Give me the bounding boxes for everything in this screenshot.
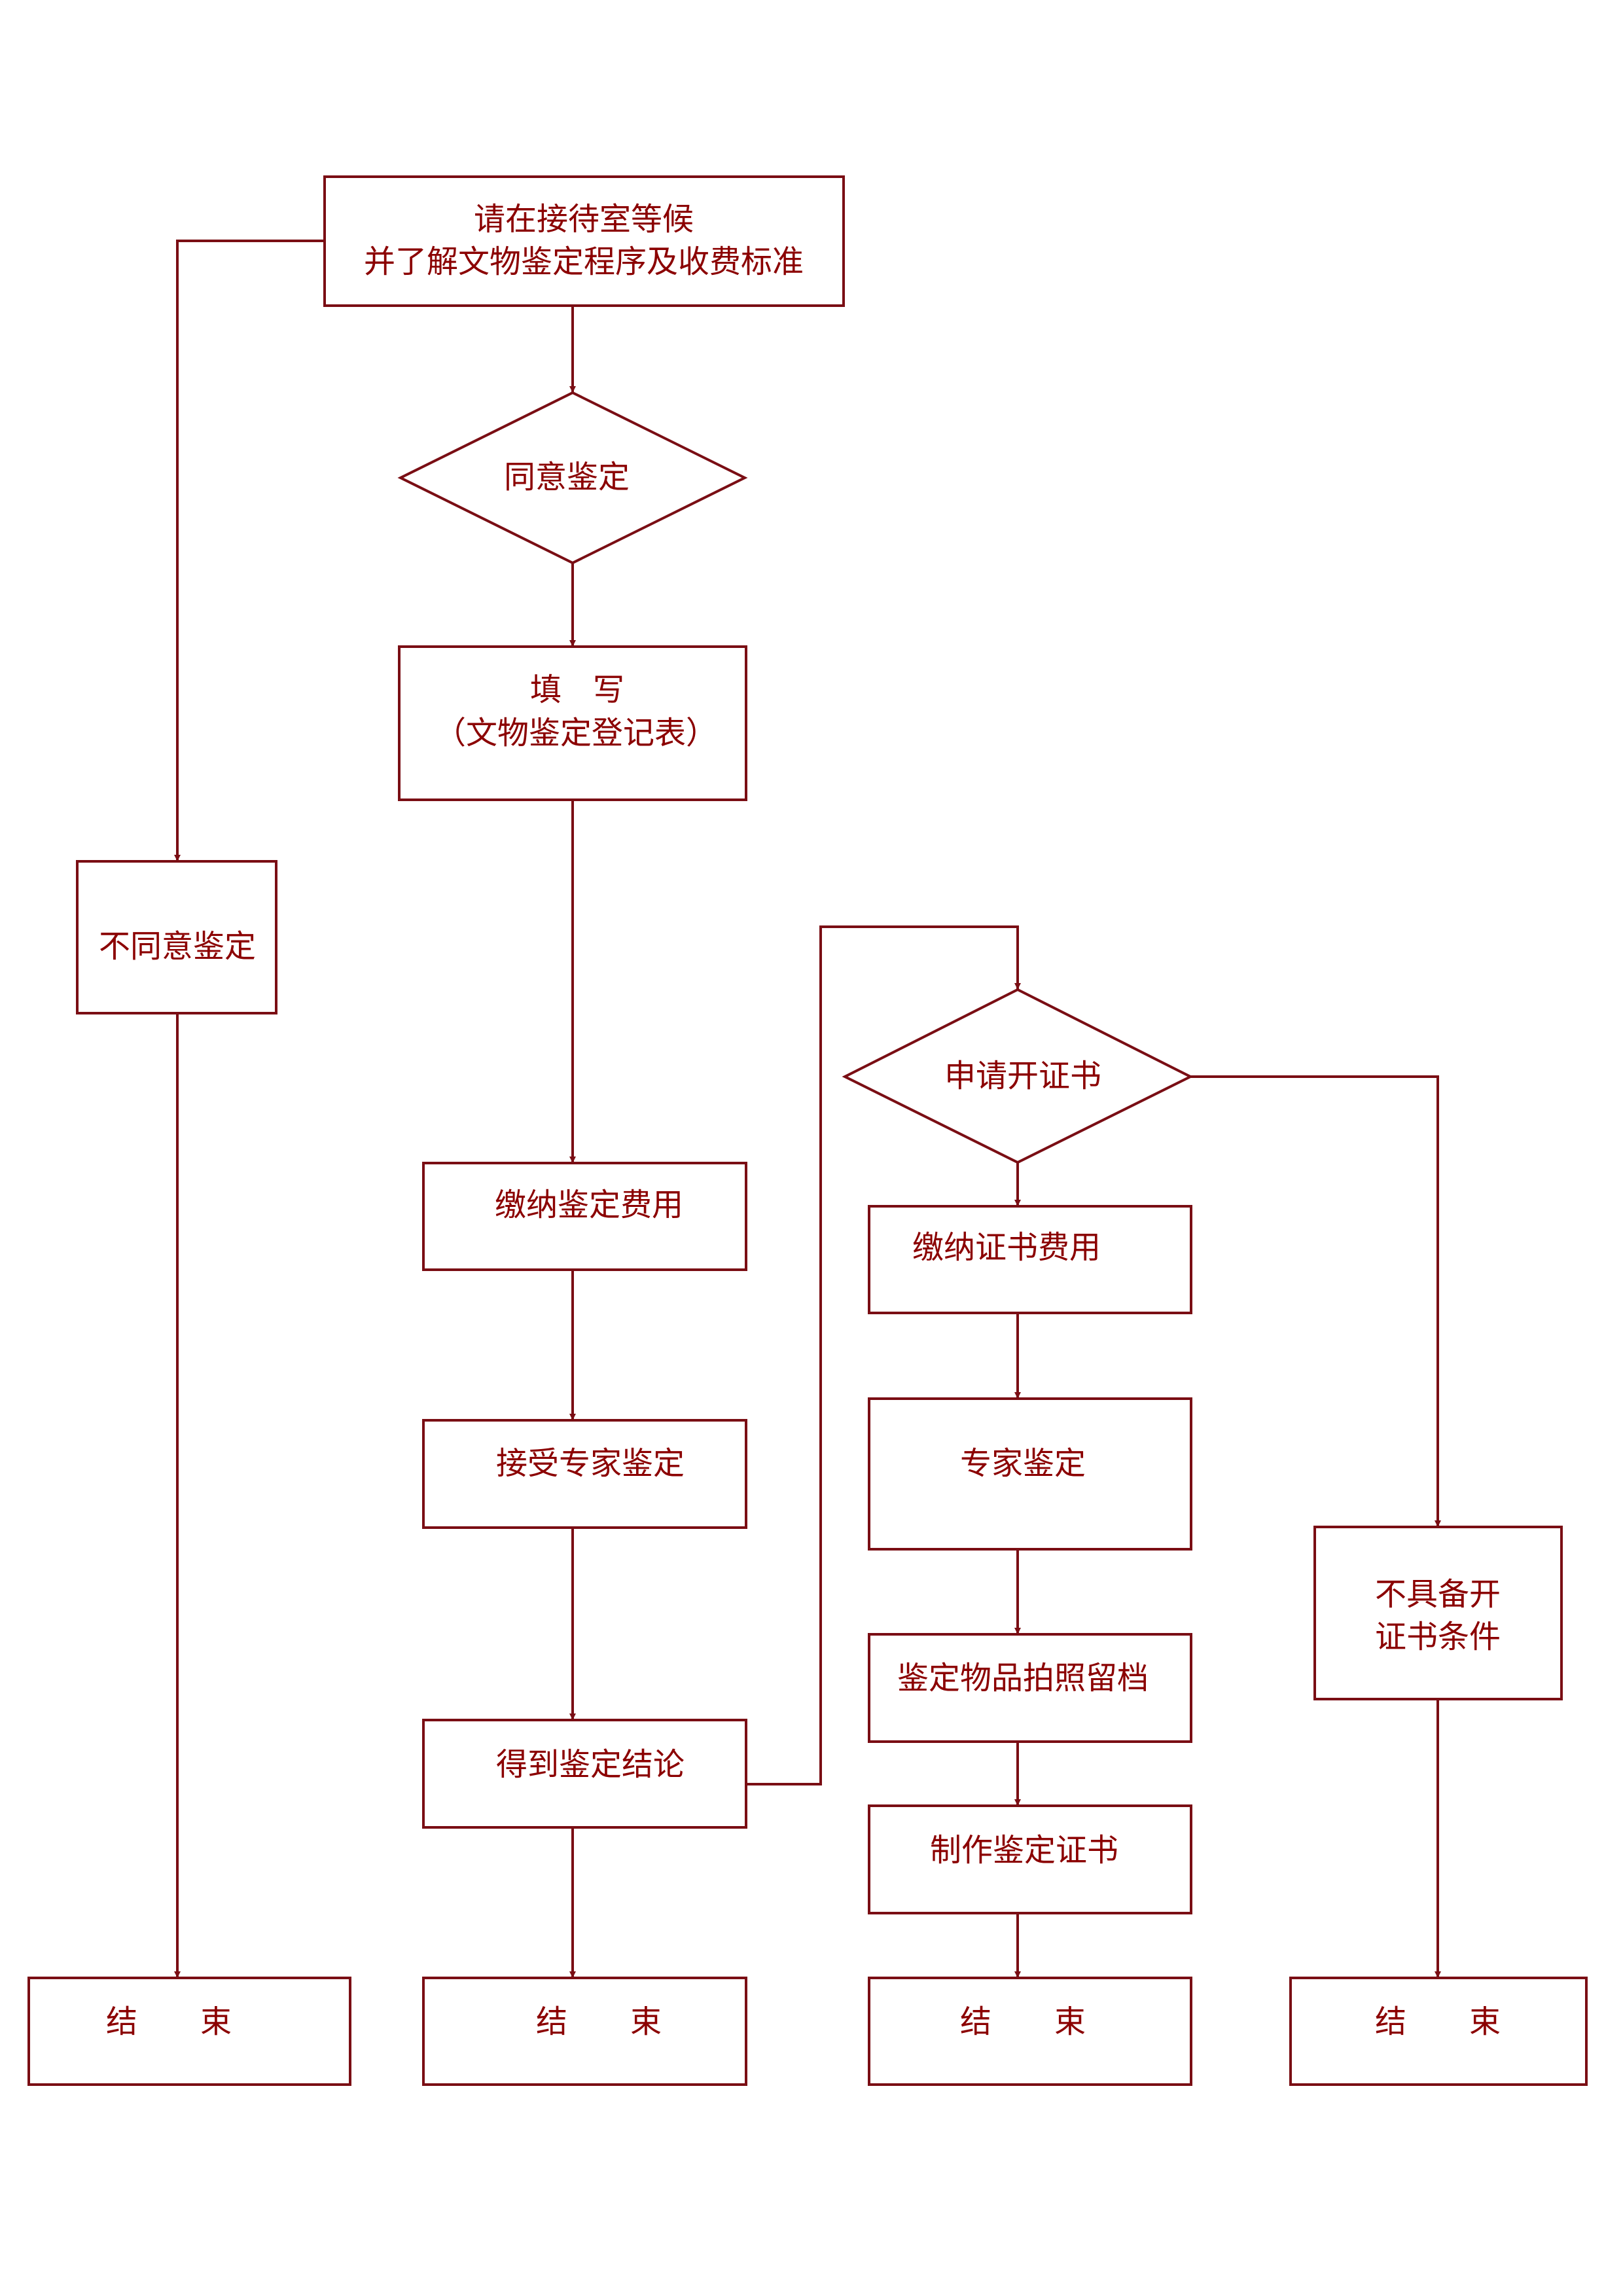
label-photo: 鉴定物品拍照留档	[897, 1660, 1149, 1696]
label-end-2: 结 束	[536, 2003, 662, 2040]
edge-apply-cert-to-no-condition	[1190, 1075, 1441, 1527]
edge-conclusion-to-apply-cert	[746, 925, 1021, 1785]
label-apply-cert: 申请开证书	[944, 1058, 1101, 1094]
node-no-condition	[1313, 1526, 1563, 1700]
node-conclusion	[422, 1719, 747, 1829]
label-no-condition-line-2: 证书条件	[1375, 1619, 1501, 1655]
node-expert-appraisal	[422, 1419, 747, 1529]
label-wait-line-1: 请在接待室等候	[474, 201, 694, 238]
label-pay-cert-fee: 缴纳证书费用	[912, 1229, 1101, 1266]
label-expert-appraisal: 接受专家鉴定	[496, 1445, 685, 1482]
label-end-3: 结 束	[960, 2003, 1086, 2040]
label-agree: 同意鉴定	[504, 459, 630, 495]
node-expert	[868, 1397, 1192, 1551]
node-pay-cert-fee	[868, 1205, 1192, 1314]
label-wait-line-2: 并了解文物鉴定程序及收费标准	[364, 243, 804, 280]
label-end-4: 结 束	[1375, 2003, 1501, 2040]
node-pay-fee	[422, 1162, 747, 1271]
connectors	[174, 240, 1441, 1978]
label-end-1: 结 束	[106, 2003, 232, 2040]
node-end-2	[422, 1977, 747, 2086]
label-fill-form-line-2: （文物鉴定登记表）	[435, 715, 717, 751]
node-wait	[323, 175, 845, 307]
label-pay-fee: 缴纳鉴定费用	[495, 1187, 683, 1223]
label-fill-form-line-1: 填 写	[530, 672, 624, 708]
node-agree	[397, 391, 748, 565]
node-end-4	[1289, 1977, 1588, 2086]
node-apply-cert	[842, 988, 1194, 1164]
node-make-cert	[868, 1804, 1192, 1914]
node-photo	[868, 1633, 1192, 1743]
label-disagree: 不同意鉴定	[99, 928, 256, 965]
node-fill-form	[398, 645, 747, 801]
node-end-1	[27, 1977, 351, 2086]
node-disagree	[76, 860, 277, 1014]
label-make-cert: 制作鉴定证书	[930, 1832, 1118, 1869]
edge-wait-to-disagree	[174, 240, 325, 861]
label-conclusion: 得到鉴定结论	[496, 1746, 685, 1783]
label-no-condition-line-1: 不具备开	[1375, 1576, 1501, 1613]
node-end-3	[868, 1977, 1192, 2086]
label-expert: 专家鉴定	[960, 1445, 1086, 1482]
